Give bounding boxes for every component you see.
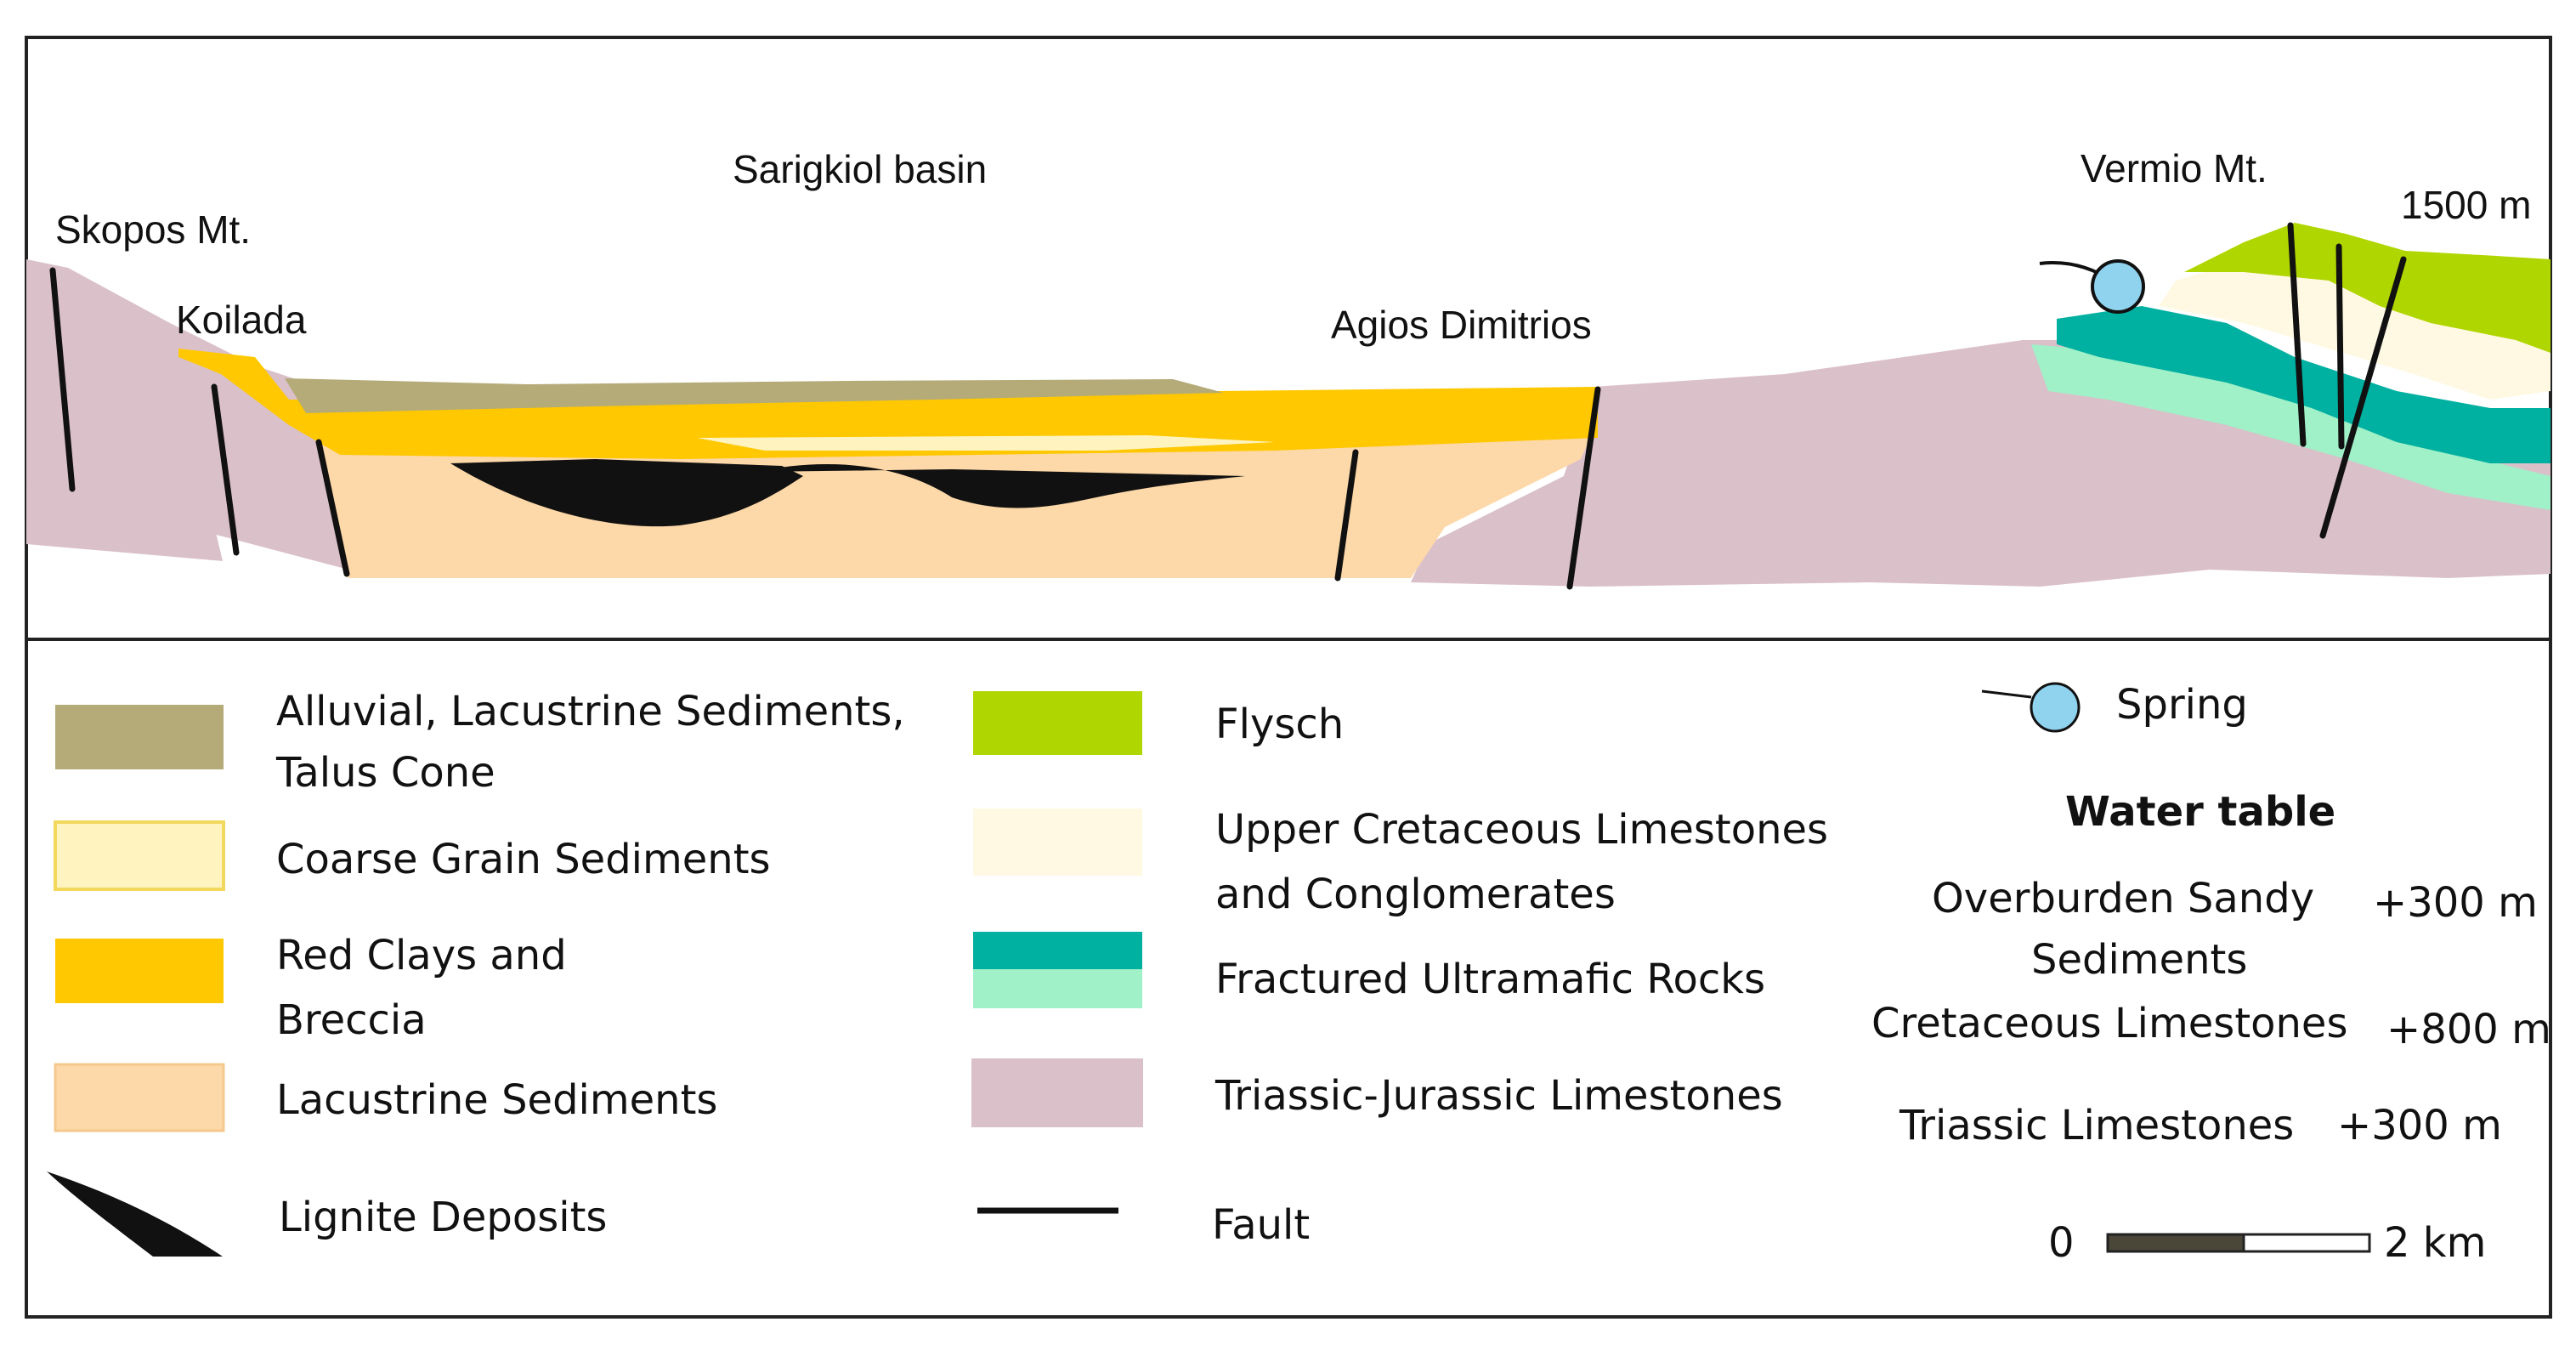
scale-bar-light [2242, 1233, 2371, 1253]
swatch-triassic [971, 1058, 1143, 1127]
swatch-flysch [973, 691, 1142, 755]
water-cretaceous-label: Cretaceous Limestones [1871, 1000, 2347, 1047]
water-triassic-value: +300 m [2337, 1102, 2502, 1149]
triassic-hump-left [26, 485, 223, 561]
legend-coarse-grain: Coarse Grain Sediments [276, 836, 771, 883]
swatch-lacustrine [54, 1063, 225, 1132]
coarse-grain-lens [697, 435, 1275, 451]
fault-agios-west [1334, 449, 1359, 582]
label-agios-dimitrios: Agios Dimitrios [1331, 303, 1592, 347]
lignite-lens-2 [756, 464, 1245, 508]
legend: Alluvial, Lacustrine Sediments, Talus Co… [47, 681, 2551, 1267]
fault-lines [49, 222, 2407, 590]
label-elevation-1500m: 1500 m [2401, 183, 2531, 227]
spring-symbol-section [2039, 259, 2145, 314]
legend-spring-circle [2030, 682, 2081, 733]
label-koilada: Koilada [176, 298, 307, 342]
spring-circle [2091, 259, 2145, 314]
legend-alluvial-line1: Alluvial, Lacustrine Sediments, [276, 688, 905, 735]
fault-vermio-2 [2335, 243, 2345, 450]
water-overburden-line2: Sediments [2031, 936, 2247, 984]
scale-start-label: 0 [2048, 1219, 2075, 1267]
red-clays-layer [178, 349, 1598, 459]
water-table-title: Water table [2065, 788, 2335, 836]
legend-lacustrine: Lacustrine Sediments [276, 1076, 717, 1124]
alluvial-cover [285, 378, 1224, 413]
legend-red-clays-line1: Red Clays and [276, 932, 567, 979]
section-title: Sarigkiol basin [733, 147, 987, 191]
fault-agios-east [1566, 386, 1601, 590]
water-triassic-label: Triassic Limestones [1899, 1102, 2294, 1149]
scale-end-label: 2 km [2384, 1219, 2486, 1267]
legend-spring-line [1981, 689, 2032, 699]
swatch-upper-cretaceous [973, 808, 1142, 876]
flysch-layer [2184, 223, 2551, 353]
label-vermio-mt: Vermio Mt. [2081, 146, 2267, 190]
legend-lignite: Lignite Deposits [279, 1194, 607, 1241]
triassic-left-block [26, 259, 348, 570]
legend-ultramafic: Fractured Ultramafic Rocks [1215, 956, 1765, 1003]
swatch-ultramafic-dark [973, 932, 1142, 969]
label-skopos-mt: Skopos Mt. [55, 207, 251, 252]
cross-section: Sarigkiol basin Skopos Mt. Koilada Agios… [26, 146, 2551, 590]
legend-alluvial-line2: Talus Cone [275, 749, 495, 797]
fault-koilada [211, 383, 240, 556]
spring-symbol-legend [1981, 682, 2081, 733]
swatch-lignite [47, 1172, 223, 1257]
legend-red-clays-line2: Breccia [276, 996, 427, 1044]
legend-spring: Spring [2116, 681, 2248, 729]
fault-basin-west [315, 439, 350, 577]
swatch-red-clays [55, 939, 224, 1003]
fault-vermio-1 [2287, 222, 2307, 447]
legend-triassic: Triassic-Jurassic Limestones [1214, 1072, 1783, 1120]
figure-frame [25, 36, 2552, 1319]
scale-bar: 0 2 km [2048, 1219, 2486, 1267]
lacustrine-body [314, 421, 1598, 578]
legend-flysch: Flysch [1215, 701, 1344, 748]
lignite-lens-1 [450, 459, 803, 527]
swatch-alluvial [55, 705, 224, 769]
swatch-coarse-grain [54, 820, 225, 891]
water-cretaceous-value: +800 m [2386, 1006, 2551, 1053]
scale-bar-dark [2106, 1233, 2245, 1253]
legend-upper-cretaceous-line1: Upper Cretaceous Limestones [1215, 806, 1828, 854]
fault-skopos [49, 267, 76, 492]
fault-vermio-3 [2319, 256, 2407, 539]
legend-upper-cretaceous-line2: and Conglomerates [1215, 871, 1616, 918]
ultramafic-light [2031, 344, 2551, 510]
upper-cretaceous-layer [2159, 255, 2551, 400]
water-overburden-line1: Overburden Sandy [1932, 875, 2314, 922]
legend-fault: Fault [1212, 1201, 1310, 1249]
water-overburden-value: +300 m [2373, 879, 2538, 927]
swatch-ultramafic-light [973, 969, 1142, 1008]
ultramafic-dark [2057, 306, 2551, 463]
